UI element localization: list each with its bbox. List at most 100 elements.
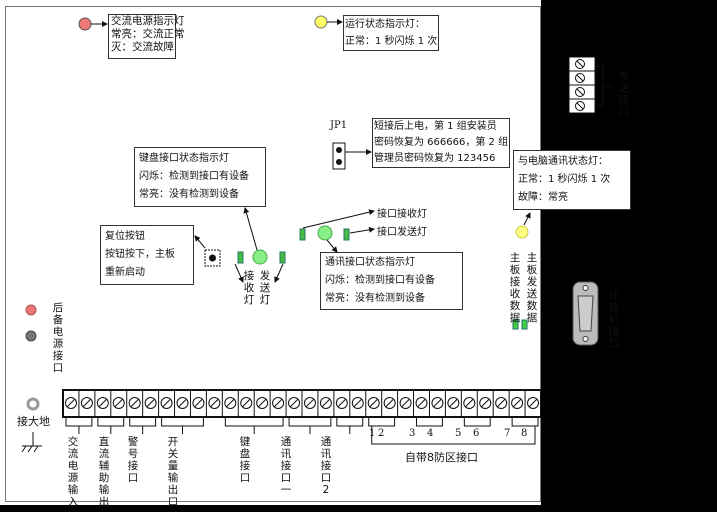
terminal-bracket — [336, 418, 364, 427]
note-line: 重新启动 — [105, 267, 145, 278]
screw-slot — [529, 399, 537, 407]
screw-slot — [274, 399, 282, 407]
db9-connector — [572, 281, 599, 346]
screw-slot — [449, 399, 458, 407]
phone-port-label: 电话接口 — [618, 70, 630, 118]
circuit-board: 交流电源指示灯 常亮：交流正常 灭：交流故障 运行状态指示灯： 正常：1 秒闪烁… — [0, 0, 541, 508]
note-line: 正常：1 秒闪烁 1 次 — [518, 174, 611, 185]
pc-port-label: 计算机接口 — [608, 290, 620, 350]
note-line: 按钮按下，主板 — [105, 249, 175, 260]
backup-power-positive — [25, 304, 37, 316]
screw-slot — [290, 399, 298, 407]
terminal-bracket — [416, 418, 443, 427]
screw-slot — [242, 399, 251, 407]
jp1-label: JP1 — [330, 120, 348, 131]
screw-slot — [178, 399, 187, 407]
note-line: 常亮：没有检测到设备 — [325, 293, 425, 304]
backup-power-label: 后备电源接口 — [52, 302, 64, 374]
note-line: 灭：交流故障 — [111, 41, 174, 53]
run-led — [314, 15, 328, 29]
terminal-bracket — [511, 418, 539, 427]
pc-comm-led — [515, 225, 529, 239]
terminal-bracket — [129, 418, 157, 427]
screw-slot — [98, 399, 107, 407]
keyboard-led-note: 键盘接口状态指示灯 闪烁：检测到接口有设备 常亮：没有检测到设备 — [134, 147, 266, 207]
ac-power-led-note: 交流电源指示灯 常亮：交流正常 灭：交流故障 — [108, 14, 185, 59]
terminal-bracket — [161, 418, 204, 427]
jumper-note: 短接后上电，第 1 组安装员 密码恢复为 666666，第 2 组 管理员密码恢… — [372, 118, 511, 168]
board-drawing — [5, 6, 541, 502]
zone-number: 4 — [427, 428, 434, 439]
kb-status-led — [252, 249, 268, 265]
comm-rx-led — [299, 228, 306, 241]
zone-number: 1 — [369, 428, 376, 439]
screw-slot — [306, 399, 314, 407]
zone-number: 3 — [409, 428, 416, 439]
ac-power-led — [78, 17, 92, 31]
screw-slot — [433, 399, 442, 407]
kb-rx-led — [237, 251, 244, 264]
note-line: 管理员密码恢复为 123456 — [374, 153, 496, 164]
ground-symbol-icon — [21, 432, 42, 453]
terminal-label: 通讯接口一 — [280, 436, 292, 496]
pc-comm-led-note: 与电脑通讯状态灯： 正常：1 秒闪烁 1 次 故障：常亮 — [513, 150, 631, 210]
board-rx-led — [512, 319, 519, 330]
screw-slot — [162, 399, 171, 407]
screw-slot — [146, 399, 155, 407]
board-outline — [5, 6, 541, 502]
terminal-bracket — [368, 418, 396, 427]
note-line: 交流电源指示灯 — [111, 15, 185, 27]
terminal-label: 交流电源输入 — [67, 436, 79, 508]
reset-note: 复位按钮 按钮按下，主板 重新启动 — [100, 225, 194, 285]
board-tx-led — [521, 319, 528, 330]
note-line: 短接后上电，第 1 组安装员 — [374, 121, 497, 132]
comm-led-note: 通讯接口状态指示灯 闪烁：检测到接口有设备 常亮：没有检测到设备 — [320, 252, 463, 310]
note-line: 闪烁：检测到接口有设备 — [139, 171, 249, 182]
zone-number: 6 — [473, 428, 480, 439]
ground-terminal — [26, 397, 40, 411]
screw-slot — [465, 399, 474, 407]
screw-slot — [401, 399, 410, 407]
zone-number: 8 — [521, 428, 528, 439]
note-line: 常亮：没有检测到设备 — [139, 189, 239, 200]
note-line: 键盘接口状态指示灯 — [139, 153, 229, 164]
screw-slot — [226, 399, 235, 407]
note-line: 闪烁：检测到接口有设备 — [325, 275, 435, 286]
screw-slot — [210, 399, 219, 407]
screw-slot — [353, 399, 362, 407]
terminal-bracket — [224, 418, 284, 427]
screw-slot — [417, 399, 426, 407]
reset-button[interactable] — [204, 249, 221, 267]
terminal-label: 通讯接口2 — [320, 436, 332, 496]
kb-tx-led — [279, 251, 286, 264]
terminal-bracket — [97, 418, 125, 427]
screw-slot — [194, 399, 203, 407]
ground-label: 接大地 — [17, 415, 50, 428]
terminal-bracket — [65, 418, 93, 427]
zone-number: 2 — [378, 428, 385, 439]
terminal-label: 开关量输出口 — [167, 436, 179, 508]
kb-tx-label: 发送灯 — [259, 270, 271, 306]
terminal-bracket — [288, 418, 332, 427]
kb-rx-label: 接收灯 — [243, 270, 255, 306]
screw-slot — [67, 399, 75, 407]
screw-slot — [83, 399, 91, 407]
zone-label: 自带8防区接口 — [405, 451, 478, 464]
screw-slot — [369, 399, 378, 407]
note-line: 通讯接口状态指示灯 — [325, 257, 415, 268]
note-line: 密码恢复为 666666，第 2 组 — [374, 137, 509, 148]
note-line: 常亮：交流正常 — [111, 28, 185, 40]
note-line: 故障：常亮 — [518, 192, 568, 203]
screw-slot — [513, 399, 521, 407]
board-tx-label: 主板发送数据 — [526, 252, 538, 324]
zone-number: 5 — [455, 428, 462, 439]
terminal-label: 直流辅助输出 — [98, 436, 110, 508]
note-line: 运行状态指示灯： — [345, 19, 425, 30]
zone-bracket — [371, 426, 536, 445]
zone-number: 7 — [504, 428, 511, 439]
phone-terminal-block — [568, 56, 612, 114]
terminal-label: 警号接口 — [127, 436, 139, 484]
comm-rx-label: 接口接收灯 — [377, 209, 427, 220]
screw-slot — [322, 399, 330, 407]
